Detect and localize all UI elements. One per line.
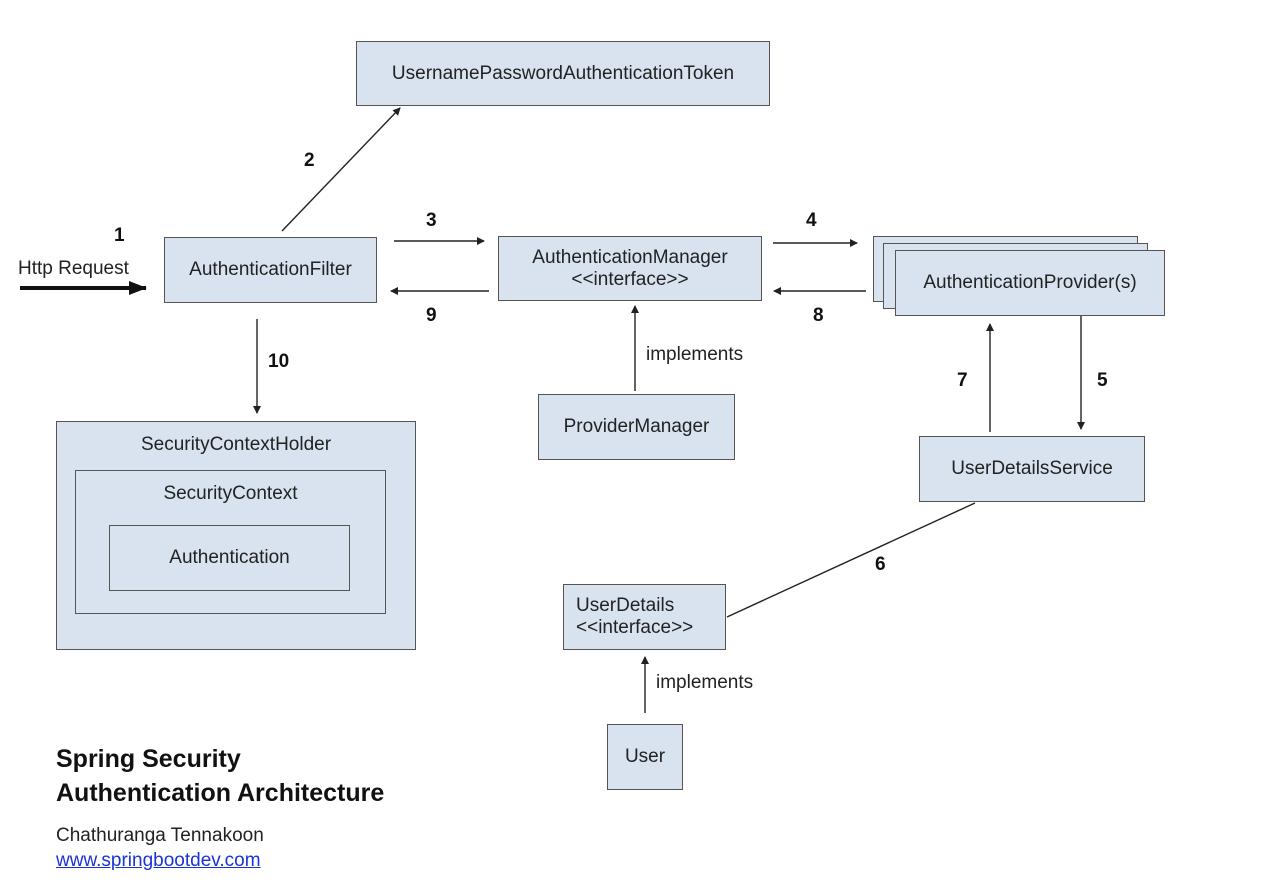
username-password-token-box: UsernamePasswordAuthenticationToken	[356, 41, 770, 106]
step-number-5: 5	[1097, 370, 1108, 391]
security-context-label: SecurityContext	[163, 483, 298, 504]
security-context-holder-label: SecurityContextHolder	[140, 434, 332, 455]
authentication-manager-stereotype: <<interface>>	[571, 268, 689, 290]
user-label: User	[624, 746, 666, 767]
diagram-title-line-1: Spring Security	[56, 745, 241, 773]
authentication-box: Authentication	[109, 525, 350, 591]
authentication-manager-box: AuthenticationManager <<interface>>	[498, 236, 762, 301]
diagram-title: Spring Security Authentication Architect…	[56, 742, 384, 810]
implements-label-provider-manager: implements	[646, 344, 744, 365]
step-number-9: 9	[426, 305, 437, 326]
username-password-token-label: UsernamePasswordAuthenticationToken	[391, 62, 735, 84]
authentication-label: Authentication	[169, 547, 290, 568]
authentication-provider-box: AuthenticationProvider(s)	[895, 250, 1165, 316]
user-details-label: UserDetails	[576, 595, 675, 616]
provider-manager-box: ProviderManager	[538, 394, 735, 460]
link-step-6	[726, 502, 976, 618]
website-link[interactable]: www.springbootdev.com	[56, 850, 261, 871]
step-number-3: 3	[426, 210, 437, 231]
authentication-manager-label: AuthenticationManager	[532, 246, 728, 268]
step-number-7: 7	[957, 370, 968, 391]
step-number-8: 8	[813, 305, 824, 326]
user-details-service-box: UserDetailsService	[919, 436, 1145, 502]
user-details-stereotype: <<interface>>	[576, 617, 694, 638]
implements-label-user: implements	[656, 672, 754, 693]
user-details-service-label: UserDetailsService	[951, 458, 1113, 479]
user-box: User	[607, 724, 683, 790]
provider-manager-label: ProviderManager	[563, 416, 710, 437]
diagram-title-line-2: Authentication Architecture	[56, 779, 385, 807]
http-request-label: Http Request	[18, 258, 129, 279]
author-name: Chathuranga Tennakoon	[56, 825, 264, 846]
step-number-1: 1	[114, 225, 125, 246]
step-number-4: 4	[806, 210, 817, 231]
step-number-2: 2	[304, 150, 315, 171]
step-number-10: 10	[268, 351, 290, 372]
authentication-filter-box: AuthenticationFilter	[164, 237, 377, 303]
authentication-provider-label: AuthenticationProvider(s)	[923, 272, 1137, 293]
step-number-6: 6	[875, 554, 886, 575]
arrow-step-2	[281, 107, 401, 232]
authentication-filter-label: AuthenticationFilter	[189, 259, 352, 280]
user-details-box: UserDetails <<interface>>	[563, 584, 726, 650]
